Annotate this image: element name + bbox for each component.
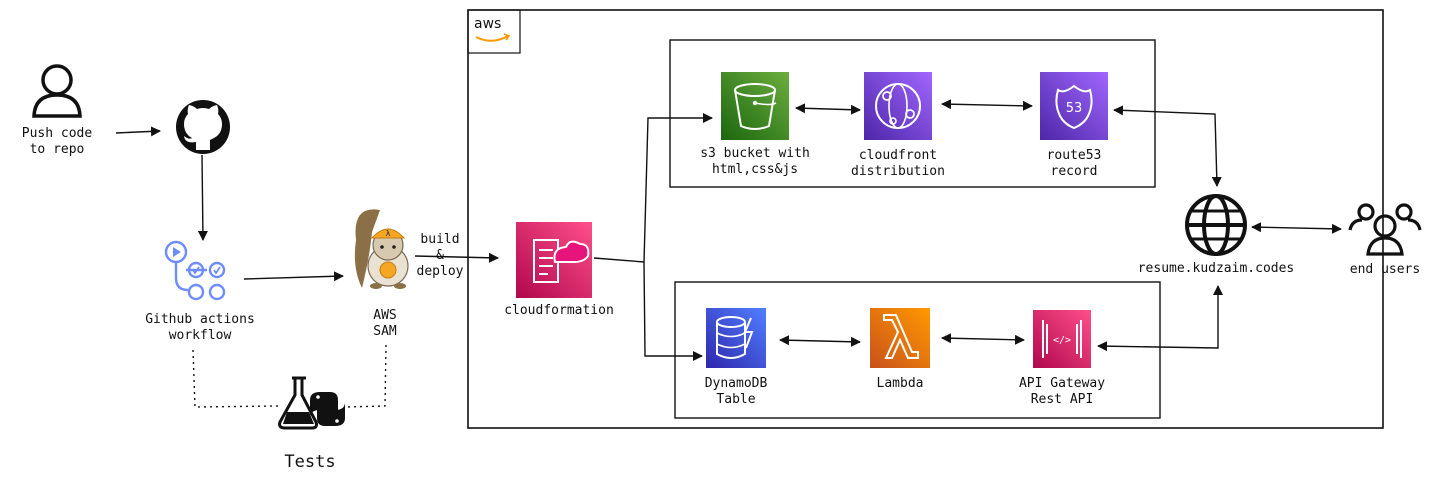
cloudformation-icon [516,222,592,298]
cloudformation-label: cloudformation [504,303,614,318]
actions-label: Github actions workflow [145,312,255,343]
s3-bucket-icon [721,72,789,140]
sam-tests-dotted [344,344,387,408]
s3-cloudfront-arrow [795,103,861,115]
api-gateway-icon: </> [1033,310,1091,368]
dynamodb-lambda-arrow [779,335,861,347]
sam-label: AWS SAM [373,308,397,339]
sam-squirrel-icon: λ [354,209,409,289]
cloudfront-label: cloudfront distribution [851,148,945,179]
cloudfront-route53-arrow [941,99,1033,111]
lambda-apigw-arrow [941,333,1025,345]
route53-globe-arrow [1113,105,1222,187]
domain-label: resume.kudzaim.codes [1137,261,1295,276]
lambda-icon [870,308,930,368]
github-to-actions-arrow [197,154,208,241]
cloudfront-icon [864,72,932,140]
sam-to-cloudformation-arrow [414,252,499,263]
dev-to-github-arrow [115,126,161,137]
route53-icon: 53 [1040,72,1108,140]
globe-icon [1185,194,1247,256]
end-users-label: end users [1349,262,1421,277]
user-icon [32,64,82,118]
lambda-label: Lambda [876,376,924,391]
actions-tests-dotted [192,349,279,408]
aws-badge: aws [474,16,502,32]
users-icon [1348,203,1422,256]
flask-python-icon [278,376,345,430]
svg-text:</>: </> [1053,335,1071,346]
globe-users-arrow [1251,222,1342,234]
dynamodb-label: DynamoDB Table [704,376,768,407]
apigw-globe-arrow [1097,285,1223,352]
workflow-icon [164,240,226,301]
tests-label: Tests [284,452,336,472]
aws-badge-box [467,9,521,54]
svg-text:53: 53 [1066,101,1083,116]
s3-label: s3 bucket with html,css&js [700,146,810,177]
cloudformation-to-s3-arrow [593,113,713,263]
route53-label: route53 record [1046,148,1102,179]
github-icon [176,100,230,154]
aws-cloud-boundary [467,9,1384,429]
dynamodb-icon [706,308,766,368]
actions-to-sam-arrow [243,271,344,282]
cloudformation-to-dynamodb-arrow [643,261,703,361]
developer-label: Push code to repo [21,126,93,157]
build-deploy-label: build & deploy [416,232,464,279]
svg-text:λ: λ [386,229,391,238]
aws-smile-icon [475,35,509,42]
apigw-label: API Gateway Rest API [1018,376,1106,407]
